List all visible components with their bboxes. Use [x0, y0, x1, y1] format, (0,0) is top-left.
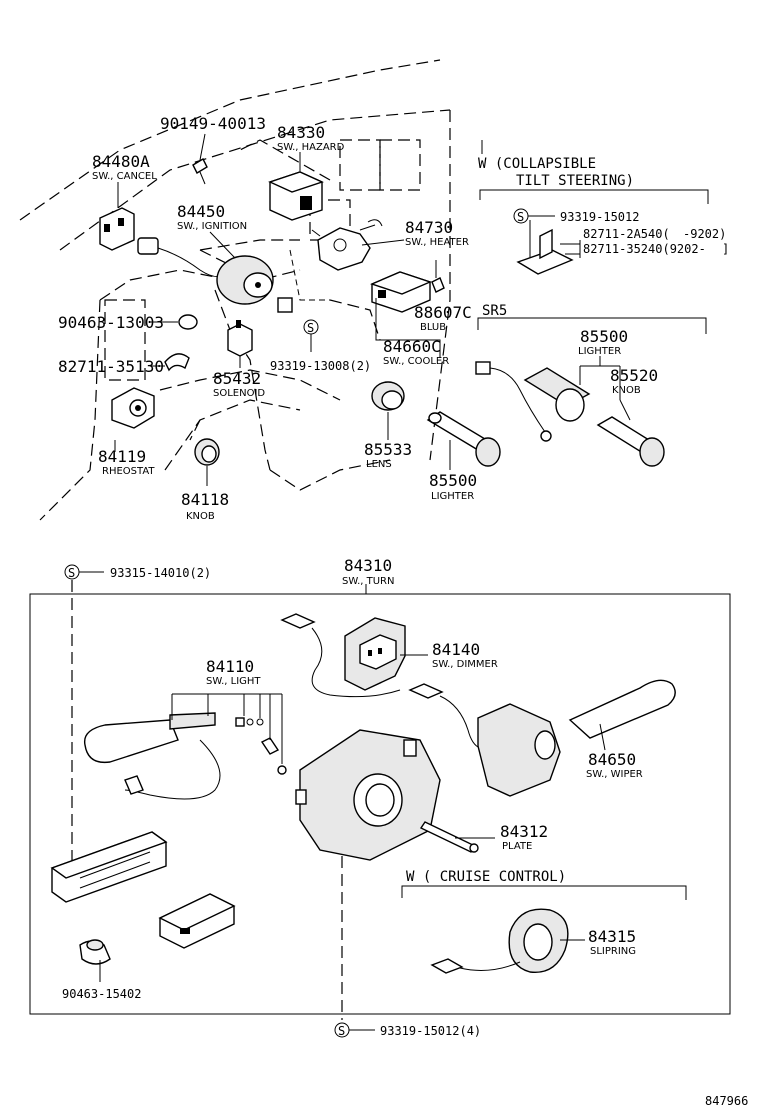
name-85520: KNOB	[612, 385, 641, 396]
name-85432: SOLENOID	[213, 388, 265, 399]
label-84730: 84730	[405, 218, 453, 237]
knob-84118-icon	[194, 438, 220, 486]
name-84118: KNOB	[186, 511, 215, 522]
s-mark-icon-1: S	[303, 319, 319, 352]
clamp-90463-icon	[79, 939, 111, 982]
name-84450: SW., IGNITION	[177, 221, 247, 232]
label-93319-15012-4: 93319-15012(4)	[380, 1024, 481, 1038]
light-switch-icon	[83, 693, 287, 800]
sr5-group	[475, 317, 707, 467]
label-85520: 85520	[610, 366, 658, 385]
name-88607C: BLUB	[420, 322, 446, 333]
group-collapsible-line2: TILT STEERING)	[516, 173, 634, 189]
s-mark-3: S	[68, 566, 75, 580]
label-84110: 84110	[206, 657, 254, 676]
s-mark-1: S	[307, 321, 314, 335]
label-84330: 84330	[277, 123, 325, 142]
label-84312: 84312	[500, 822, 548, 841]
group-collapsible-line1: W (COLLAPSIBLE	[478, 156, 596, 172]
name-84315: SLIPRING	[590, 946, 636, 957]
screw-90149-icon	[192, 133, 208, 185]
name-84330: SW., HAZARD	[277, 142, 345, 153]
label-85533: 85533	[364, 440, 412, 459]
label-84118: 84118	[181, 490, 229, 509]
ignition-switch-icon	[137, 231, 293, 313]
label-82711-2A540: 82711-2A540(	[583, 227, 670, 241]
label-84140: 84140	[432, 640, 480, 659]
label-82711-35240: 82711-35240(9202-	[583, 242, 706, 256]
name-84312: PLATE	[502, 841, 532, 852]
plate-icon	[419, 821, 495, 853]
name-84119: RHEOSTAT	[102, 466, 155, 477]
figure-id: 847966	[705, 1094, 748, 1108]
name-85500-lower: LIGHTER	[431, 491, 474, 502]
s-mark-2: S	[517, 210, 524, 224]
name-85533: LENS	[366, 459, 392, 470]
label-85500-lower: 85500	[429, 471, 477, 490]
group-cruise: W ( CRUISE CONTROL)	[406, 869, 566, 885]
relay-icon	[158, 893, 236, 949]
cancel-switch-icon	[99, 182, 135, 251]
group-sr5: SR5	[482, 303, 507, 319]
name-84110: SW., LIGHT	[206, 676, 261, 687]
hazard-switch-icon	[268, 152, 324, 221]
label-84450: 84450	[177, 202, 225, 221]
cooler-switch-icon	[370, 260, 445, 358]
label-82711-35130: 82711-35130	[58, 357, 164, 376]
name-84730: SW., HEATER	[405, 237, 469, 248]
label-93319-13008: 93319-13008(2)	[270, 359, 371, 373]
collapsible-group: S	[479, 140, 709, 275]
label-93319-15012: 93319-15012	[560, 210, 639, 224]
clip-90463-icon	[150, 314, 198, 330]
name-84650: SW., WIPER	[586, 769, 643, 780]
turn-switch-body-icon	[295, 729, 441, 1020]
s-mark-icon-3: S	[64, 564, 104, 870]
label-93315-14010: 93315-14010(2)	[110, 566, 211, 580]
cruise-group	[401, 885, 687, 974]
lens-icon	[371, 381, 405, 440]
label-90149-40013: 90149-40013	[160, 114, 266, 133]
label-84310: 84310	[344, 556, 392, 575]
lighter-lower-icon	[426, 411, 501, 470]
label-88607C: 88607C	[414, 303, 472, 322]
name-84480A: SW., CANCEL	[92, 171, 157, 182]
label-85432: 85432	[213, 369, 261, 388]
connector-block-icon	[50, 831, 168, 903]
label-84119: 84119	[98, 447, 146, 466]
label-90463-13003: 90463-13003	[58, 313, 164, 332]
clamp-82711-icon	[150, 353, 190, 372]
name-84660C: SW., COOLER	[383, 356, 449, 367]
combination-switch-frame	[29, 593, 731, 1015]
label-84480A: 84480A	[92, 152, 150, 171]
label-85500-upper: 85500	[580, 327, 628, 346]
label-90463-15402: 90463-15402	[62, 987, 141, 1001]
name-84140: SW., DIMMER	[432, 659, 498, 670]
s-mark-icon-4: S	[334, 1022, 375, 1038]
label-84650: 84650	[588, 750, 636, 769]
name-85500-upper: LIGHTER	[578, 346, 621, 357]
dimmer-switch-icon	[280, 613, 428, 698]
solenoid-icon	[227, 320, 253, 368]
name-84310: SW., TURN	[342, 576, 394, 587]
wiper-switch-icon	[408, 679, 676, 797]
rheostat-icon	[111, 387, 155, 452]
label-84315: 84315	[588, 927, 636, 946]
range-82711-35240: ]	[722, 242, 729, 256]
range-82711-2A540: -9202)	[683, 227, 726, 241]
s-mark-4: S	[338, 1024, 345, 1038]
label-84660C: 84660C	[383, 337, 441, 356]
heater-switch-icon	[311, 219, 405, 271]
